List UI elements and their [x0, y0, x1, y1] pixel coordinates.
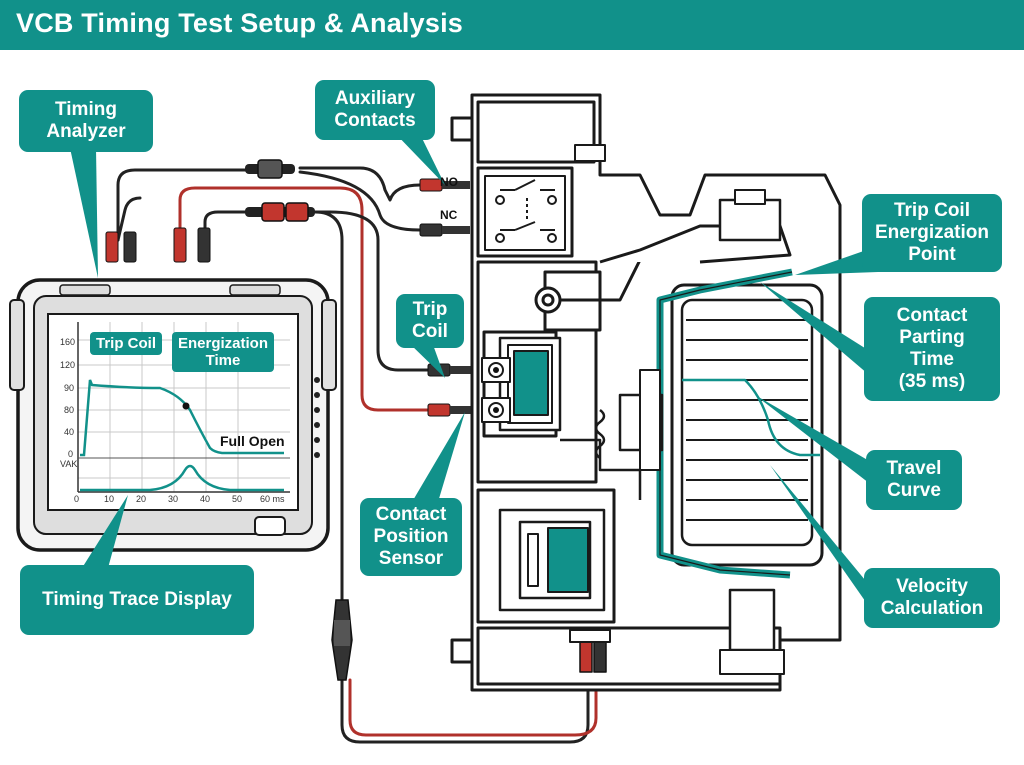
callout-timing-trace-display: Timing Trace Display	[20, 565, 254, 635]
x-tick: 20	[136, 494, 147, 504]
callout-auxiliary-contacts: Auxiliary Contacts	[315, 80, 435, 140]
lead-connectors	[105, 159, 478, 681]
y-tick: 160	[60, 337, 76, 347]
x-tick: 10	[104, 494, 115, 504]
x-tick: 30	[168, 494, 179, 504]
vcb-cutaway	[450, 93, 842, 692]
lead-trip-red	[178, 186, 432, 412]
wire-label-nc: NC	[440, 208, 458, 222]
callout-pointers	[70, 130, 878, 608]
callout-contact-position-sensor: Contact Position Sensor	[360, 498, 462, 576]
y-tick: 0	[68, 449, 74, 459]
test-leads	[116, 166, 598, 744]
y-tick: 120	[60, 360, 76, 370]
x-tick: 60 ms	[260, 494, 285, 504]
screen-full-open-label: Full Open	[220, 433, 285, 449]
callout-contact-parting-time: Contact Parting Time (35 ms)	[864, 297, 1000, 401]
callout-trip-coil: Trip Coil	[396, 294, 464, 348]
y-tick: 90	[64, 383, 75, 393]
lead-no	[116, 168, 252, 242]
callout-velocity-calculation: Velocity Calculation	[864, 568, 1000, 628]
callout-trip-coil-energization-point: Trip Coil Energization Point	[862, 194, 1002, 272]
screen-energization-label: Energization Time	[172, 332, 275, 372]
timing-analyzer-device	[9, 278, 337, 552]
page-title: VCB Timing Test Setup & Analysis	[16, 8, 463, 38]
y-label-lower: VAK	[60, 459, 78, 469]
screen-trip-coil-label: Trip Coil	[90, 332, 162, 355]
lead-sensor-black	[313, 210, 344, 602]
callout-timing-analyzer: Timing Analyzer	[19, 90, 153, 152]
x-tick: 50	[232, 494, 243, 504]
y-tick: 40	[64, 427, 75, 437]
y-tick: 80	[64, 405, 75, 415]
x-tick: 0	[74, 494, 80, 504]
wire-label-no: NO	[440, 175, 458, 189]
x-tick: 40	[200, 494, 211, 504]
lead-trip-black	[203, 210, 247, 242]
callout-travel-curve: Travel Curve	[866, 450, 962, 510]
velocity-trace	[80, 464, 284, 492]
title-bar: VCB Timing Test Setup & Analysis	[0, 0, 1024, 50]
